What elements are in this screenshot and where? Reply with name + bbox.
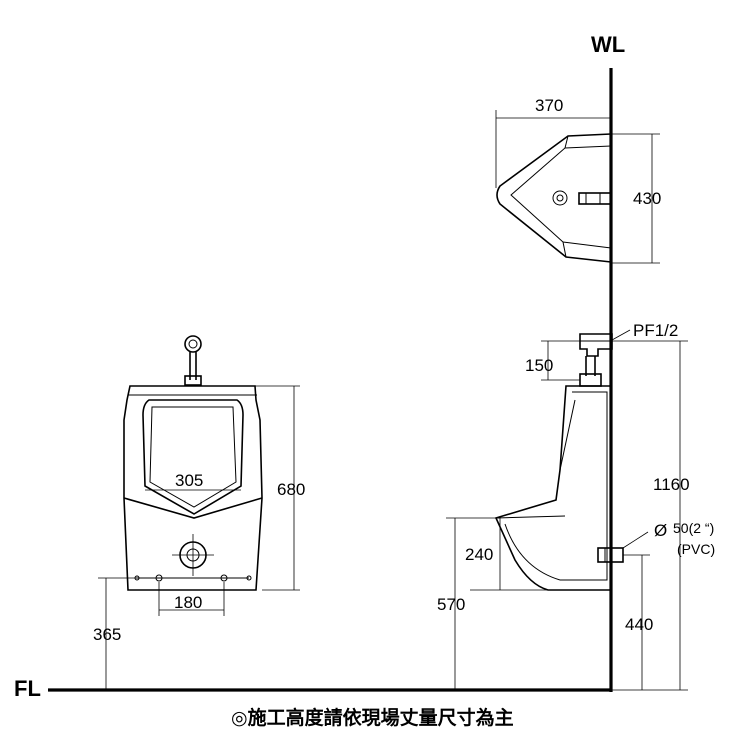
dim-top-width: 430 [633, 189, 661, 208]
dim-side-lip-floor: 570 [437, 595, 465, 614]
valve-label: PF1/2 [633, 321, 678, 340]
dim-front-mount-height: 365 [93, 625, 121, 644]
wall-label: WL [591, 32, 625, 57]
dim-front-height: 680 [277, 480, 305, 499]
top-view [495, 110, 660, 264]
diameter-symbol: Ø [654, 521, 667, 540]
drain-size-label: 50(2 “) [673, 520, 714, 536]
side-view [446, 329, 688, 691]
dim-side-drain-height: 440 [625, 615, 653, 634]
installation-note: ◎施工高度請依現場丈量尺寸為主 [231, 706, 514, 729]
dim-side-valve-height: 1160 [653, 475, 690, 494]
dim-top-depth: 370 [535, 96, 563, 115]
floor-label: FL [14, 676, 41, 701]
drain-material-label: (PVC) [677, 541, 715, 557]
dim-side-valve-offset: 150 [525, 356, 553, 375]
dim-front-mount-width: 180 [174, 593, 202, 612]
front-view [98, 335, 300, 690]
dim-front-bowl-width: 305 [175, 471, 203, 490]
dim-side-lip-height: 240 [465, 545, 493, 564]
